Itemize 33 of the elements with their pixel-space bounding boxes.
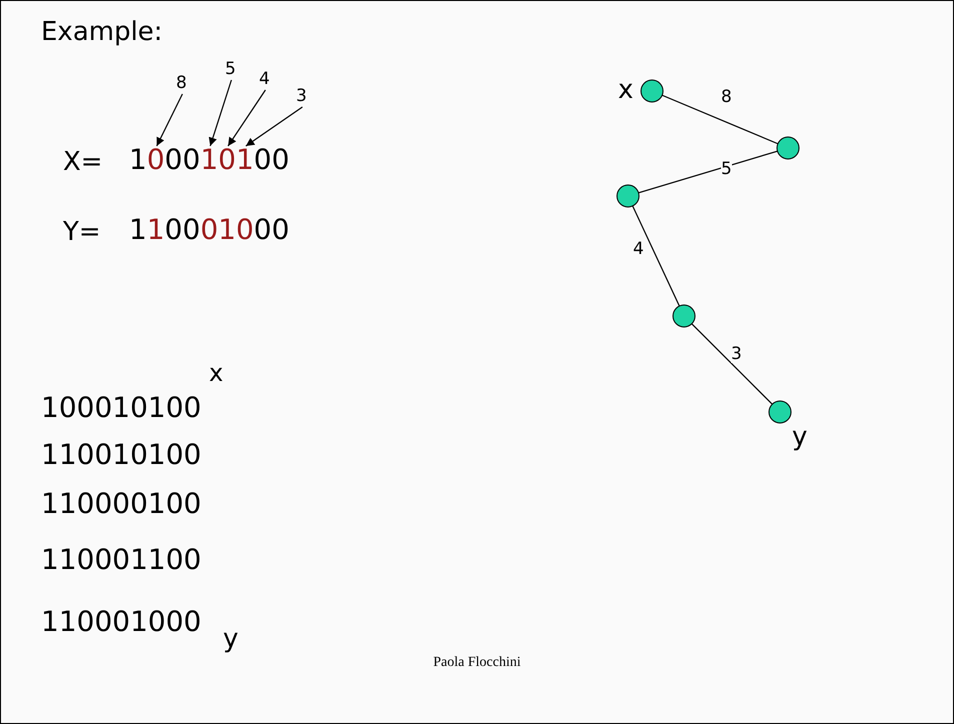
graph-node-circle <box>776 136 800 160</box>
leader-arrow <box>228 90 266 146</box>
graph-node-circle <box>768 400 792 424</box>
label-text: 110001100 <box>41 546 202 574</box>
graph-edge <box>638 150 778 194</box>
graph-edge <box>632 206 680 306</box>
graph-node-circle <box>672 304 696 328</box>
graph-node-circle <box>640 79 664 103</box>
node-label: x <box>618 77 634 103</box>
label-text: 110001000 <box>41 608 202 636</box>
leader-arrow <box>156 94 183 146</box>
graph-node-circle <box>616 184 640 208</box>
node-label: y <box>792 424 808 450</box>
binary-string: 100010100 <box>129 146 290 174</box>
label-text: Y= <box>63 219 101 245</box>
label-text: x <box>209 361 224 385</box>
label-text: X= <box>63 149 103 175</box>
footer-text: Paola Flocchini <box>432 656 522 670</box>
label-text: 110001000 <box>129 216 290 244</box>
bit-position-number: 8 <box>176 75 187 92</box>
edge-label: 3 <box>731 346 742 363</box>
bit-position-number: 5 <box>225 61 236 78</box>
bit-position-number: 4 <box>259 71 270 88</box>
label-text: 110000100 <box>41 490 202 518</box>
label-text: Example: <box>41 19 163 45</box>
bit-position-number: 3 <box>296 88 307 105</box>
graph-edge <box>691 323 773 405</box>
label-text: 110010100 <box>41 441 202 469</box>
leader-arrow <box>208 80 232 146</box>
label-text: y <box>223 626 238 652</box>
graph-edge <box>662 94 778 144</box>
label-text: 100010100 <box>41 394 202 422</box>
leader-arrow <box>246 106 303 146</box>
